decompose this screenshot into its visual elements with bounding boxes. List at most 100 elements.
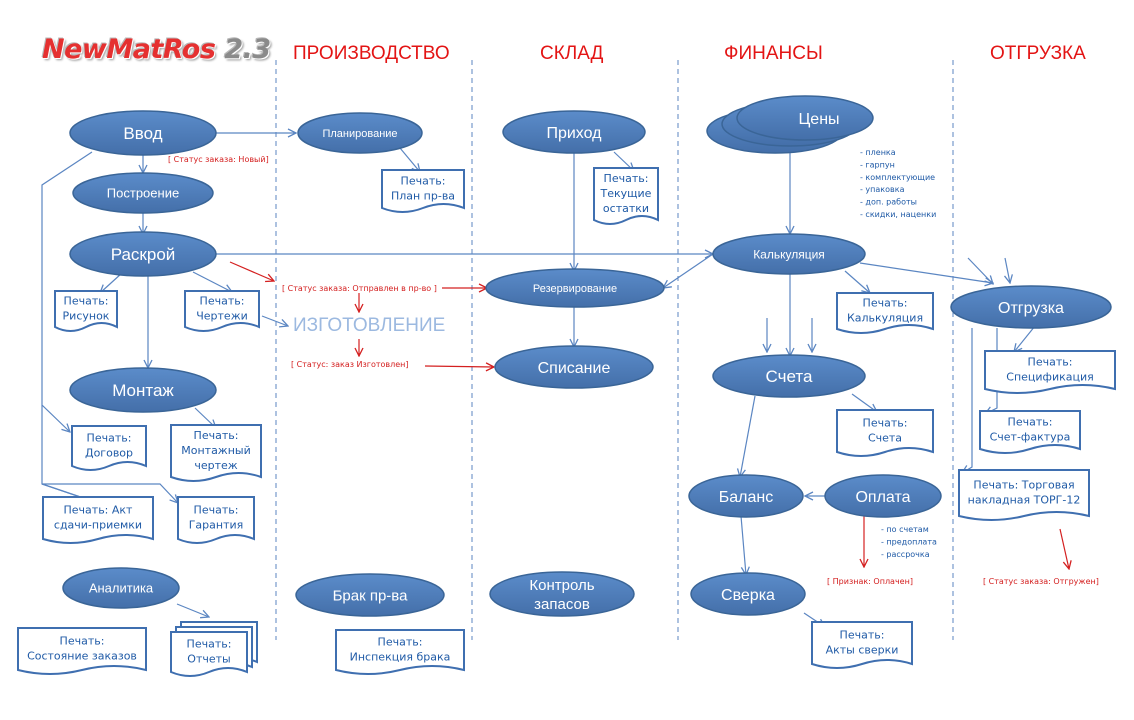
node-raskroy: Раскрой	[69, 231, 217, 277]
payment-item-2: - предоплата	[881, 538, 937, 547]
doc-print-chertezhi-line-1: Печать:	[200, 295, 245, 308]
doc-print-risunok-line-2: Рисунок	[63, 310, 110, 323]
doc-print-schet-faktura-sheet	[979, 410, 1081, 454]
doc-print-otchety-sheet	[170, 631, 248, 677]
status-oplachen: [ Признак: Оплачен]	[827, 577, 913, 586]
edge-in-otgruzka-2	[1005, 257, 1010, 283]
node-brak-shape	[295, 573, 445, 617]
doc-print-risunok-sheet	[54, 290, 118, 332]
node-scheta-label: Счета	[766, 367, 813, 386]
column-header-finance: ФИНАНСЫ	[724, 43, 823, 64]
node-rezervirovanie: Резервирование	[485, 268, 665, 308]
doc-print-torg12-line-2: накладная ТОРГ-12	[968, 494, 1081, 507]
status-otpravlen: [ Статус заказа: Отправлен в пр-во ]	[282, 284, 437, 293]
status-otgruzhen: [ Статус заказа: Отгружен]	[983, 577, 1099, 586]
doc-print-akt-line-2: сдачи-приемки	[54, 519, 142, 532]
edge-kalkulyaciya-doc	[844, 270, 870, 293]
doc-print-inspekciya-line-2: Инспекция брака	[350, 651, 451, 664]
doc-print-schet-faktura-line-2: Счет-фактура	[990, 431, 1071, 444]
doc-print-chertezhi-line-2: Чертежи	[196, 310, 248, 323]
node-vvod-label: Ввод	[123, 124, 162, 143]
doc-print-schet-faktura: Печать: Счет-фактура	[979, 410, 1081, 454]
node-analitika: Аналитика	[62, 567, 180, 609]
node-kalkulyaciya-label: Калькуляция	[753, 247, 825, 261]
node-kontrol-zapasov-shape	[489, 571, 635, 617]
node-balans-shape	[688, 474, 804, 518]
node-prihod-label: Приход	[546, 125, 602, 142]
node-prihod-shape	[502, 110, 646, 154]
price-item-1: - пленка	[860, 148, 896, 157]
node-brak-label: Брак пр-ва	[333, 587, 409, 604]
doc-print-chertezhi-sheet	[184, 290, 260, 332]
node-rezervirovanie-shape	[485, 268, 665, 308]
doc-print-torg12-sheet	[958, 469, 1090, 521]
price-item-5: - доп. работы	[860, 198, 917, 207]
edge-planirovanie-plan	[399, 147, 420, 172]
edge-status-spisanie	[424, 366, 494, 367]
edge-otgruzka-specifikaciya	[1014, 325, 1036, 352]
doc-print-montazh-chertezh-line-1: Печать:	[194, 429, 239, 442]
doc-print-ostatki-sheet	[593, 167, 659, 225]
doc-print-dogovor-line-2: Договор	[85, 447, 133, 460]
node-planirovanie-shape	[297, 112, 423, 154]
doc-print-inspekciya-sheet	[335, 629, 465, 675]
doc-print-sostoyanie-line-2: Состояние заказов	[27, 650, 137, 663]
doc-print-montazh-chertezh-sheet	[170, 424, 262, 482]
price-item-4: - упаковка	[860, 185, 905, 194]
node-raskroy-shape	[69, 231, 217, 277]
node-spisanie-shape	[494, 345, 654, 389]
doc-print-inspekciya-line-1: Печать:	[378, 636, 423, 649]
node-oplata-shape	[824, 474, 942, 518]
doc-print-ostatki-line-2: Текущие	[600, 187, 652, 200]
payment-item-1: - по счетам	[881, 525, 929, 534]
logo-name: NewMatRos	[42, 34, 216, 65]
doc-print-dogovor-sheet	[71, 425, 147, 471]
node-analitika-shape	[62, 567, 180, 609]
node-balans-label: Баланс	[719, 489, 773, 506]
doc-print-akty-sverki-sheet	[811, 621, 913, 669]
node-sverka-label: Сверка	[721, 587, 775, 604]
node-montazh-label: Монтаж	[112, 381, 174, 400]
doc-print-dogovor: Печать:Договор	[71, 425, 147, 471]
doc-print-garantiya-line-1: Печать:	[194, 504, 239, 517]
price-item-6: - скидки, наценки	[860, 210, 936, 219]
node-kalkulyaciya-shape	[712, 233, 866, 275]
doc-print-ostatki-line-1: Печать:	[604, 172, 649, 185]
doc-print-schet-faktura-line-1: Печать:	[1008, 416, 1053, 429]
edge-vvod-garantiya	[42, 483, 178, 503]
node-scheta: Счета	[712, 354, 866, 398]
doc-print-specifikaciya-sheet	[984, 350, 1116, 394]
doc-print-garantiya: Печать:Гарантия	[177, 496, 255, 544]
node-vvod-shape	[69, 110, 217, 156]
doc-print-specifikaciya-line-1: Печать:	[1028, 356, 1073, 369]
edge-chertezhi-izgotovlenie	[261, 315, 288, 326]
node-spisanie: Списание	[494, 345, 654, 389]
doc-print-otchety: Печать:Отчеты	[170, 621, 258, 677]
edge-vvod-dogovor	[41, 151, 93, 432]
doc-print-scheta: Печать:Счета	[836, 409, 934, 457]
doc-print-sostoyanie-line-1: Печать:	[60, 635, 105, 648]
doc-print-akty-sverki-line-1: Печать:	[840, 629, 885, 642]
manufacturing-label: ИЗГОТОВЛЕНИЕ	[293, 315, 446, 336]
node-otgruzka: Отгрузка	[950, 285, 1112, 329]
node-postroenie-label: Построение	[107, 186, 179, 201]
edge-scheta-balans	[740, 395, 756, 477]
doc-print-sostoyanie-sheet	[17, 627, 147, 675]
column-header-warehouse: СКЛАД	[540, 43, 604, 64]
doc-print-otchety-line-2: Отчеты	[187, 653, 230, 666]
doc-print-garantiya-sheet	[177, 496, 255, 544]
node-prihod: Приход	[502, 110, 646, 154]
node-ceny-label: Цены	[798, 111, 839, 128]
node-postroenie-shape	[72, 172, 214, 214]
doc-print-montazh-chertezh-line-3: чертеж	[194, 459, 237, 472]
doc-print-akty-sverki: Печать:Акты сверки	[811, 621, 913, 669]
edge-otgruzka-status	[1059, 528, 1069, 569]
node-ceny-shape-3	[736, 95, 874, 141]
